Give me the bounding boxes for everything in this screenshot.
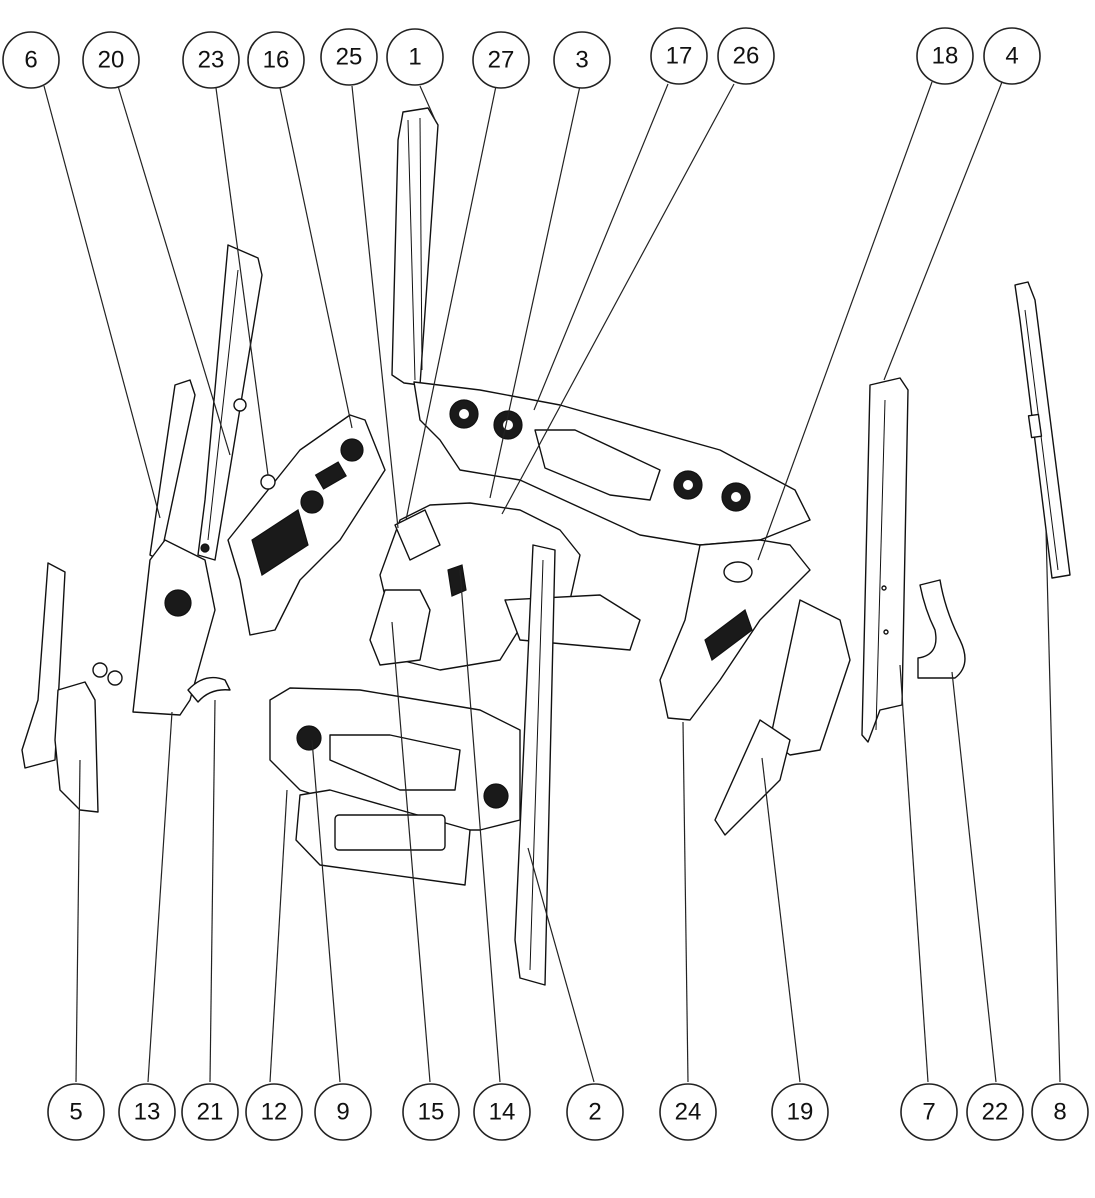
svg-text:19: 19 <box>787 1099 814 1126</box>
callout-26: 26 <box>717 27 775 85</box>
leader-17 <box>533 83 669 411</box>
leader-2 <box>527 847 595 1083</box>
callout-14: 14 <box>473 1083 531 1141</box>
leader-25 <box>351 85 399 529</box>
leader-15 <box>391 621 431 1083</box>
callouts-bottom-row: 5 13 21 12 9 15 14 2 24 19 7 22 8 <box>47 1083 1089 1141</box>
leader-23 <box>215 87 269 476</box>
callout-6: 6 <box>2 31 60 89</box>
part-16-console-insert <box>227 414 386 636</box>
callout-18: 18 <box>916 27 974 85</box>
svg-text:8: 8 <box>1053 1099 1066 1126</box>
callout-12: 12 <box>245 1083 303 1141</box>
svg-text:23: 23 <box>198 47 225 74</box>
svg-text:2: 2 <box>588 1099 601 1126</box>
leader-27 <box>405 85 497 521</box>
leader-24 <box>682 721 689 1083</box>
svg-text:25: 25 <box>336 44 363 71</box>
leader-3 <box>489 85 581 499</box>
svg-text:17: 17 <box>666 43 693 70</box>
leader-6 <box>43 85 161 519</box>
part-19-door-trim <box>714 599 851 836</box>
callout-17: 17 <box>650 27 708 85</box>
callout-24: 24 <box>659 1083 717 1141</box>
svg-text:12: 12 <box>261 1099 288 1126</box>
svg-text:13: 13 <box>134 1099 161 1126</box>
callout-20: 20 <box>82 31 140 89</box>
svg-text:1: 1 <box>408 44 421 71</box>
part-24-right-console <box>659 539 811 721</box>
leader-26 <box>501 83 735 515</box>
svg-text:14: 14 <box>489 1099 516 1126</box>
part-2-center-strip <box>514 544 556 986</box>
svg-text:16: 16 <box>263 47 290 74</box>
leader-1 <box>419 85 437 123</box>
svg-text:3: 3 <box>575 47 588 74</box>
svg-text:9: 9 <box>336 1099 349 1126</box>
leader-12 <box>269 789 288 1083</box>
part-1-pillar <box>391 107 439 386</box>
callout-7: 7 <box>900 1083 958 1141</box>
svg-text:24: 24 <box>675 1099 702 1126</box>
part-7-right-pillar <box>861 377 909 743</box>
leader-22 <box>951 671 997 1083</box>
callout-5: 5 <box>47 1083 105 1141</box>
callout-23: 23 <box>182 31 240 89</box>
leader-14 <box>459 569 501 1083</box>
part-23-strip <box>197 244 263 561</box>
callout-27: 27 <box>472 31 530 89</box>
svg-text:20: 20 <box>98 47 125 74</box>
callout-4: 4 <box>983 27 1041 85</box>
svg-text:27: 27 <box>488 47 515 74</box>
leader-7 <box>899 664 929 1083</box>
svg-text:18: 18 <box>932 43 959 70</box>
callout-3: 3 <box>553 31 611 89</box>
svg-text:7: 7 <box>922 1099 935 1126</box>
leader-9 <box>311 739 341 1083</box>
callout-13: 13 <box>118 1083 176 1141</box>
leader-19 <box>761 757 801 1083</box>
part-3-dashboard-cover <box>413 381 811 546</box>
part-drawings <box>21 107 1071 986</box>
callout-8: 8 <box>1031 1083 1089 1141</box>
part-6-side-panel <box>132 379 216 716</box>
callout-25: 25 <box>320 28 378 86</box>
callout-2: 2 <box>566 1083 624 1141</box>
callout-19: 19 <box>771 1083 829 1141</box>
leader-5 <box>75 759 81 1083</box>
part-15-tunnel <box>369 502 641 671</box>
svg-text:21: 21 <box>197 1099 224 1126</box>
leader-18 <box>757 81 933 561</box>
leader-16 <box>279 87 353 429</box>
svg-text:15: 15 <box>418 1099 445 1126</box>
part-21-hose <box>187 676 231 703</box>
leader-13 <box>147 711 173 1083</box>
leader-21 <box>209 699 216 1083</box>
leader-8 <box>1045 529 1061 1083</box>
svg-text:5: 5 <box>69 1099 82 1126</box>
part-8-strip <box>1014 281 1071 579</box>
callouts-top-row: 6 20 23 16 25 1 27 3 17 26 18 4 <box>2 27 1041 89</box>
callout-21: 21 <box>181 1083 239 1141</box>
part-22-hose <box>917 579 966 679</box>
callout-1: 1 <box>386 28 444 86</box>
svg-text:26: 26 <box>733 43 760 70</box>
callout-15: 15 <box>402 1083 460 1141</box>
svg-text:22: 22 <box>982 1099 1009 1126</box>
part-5-strip <box>21 562 123 813</box>
callout-9: 9 <box>314 1083 372 1141</box>
svg-text:4: 4 <box>1005 43 1018 70</box>
svg-text:6: 6 <box>24 47 37 74</box>
leader-lines <box>43 81 1061 1083</box>
callout-16: 16 <box>247 31 305 89</box>
leader-20 <box>117 85 231 456</box>
callout-22: 22 <box>966 1083 1024 1141</box>
leader-4 <box>883 81 1003 381</box>
